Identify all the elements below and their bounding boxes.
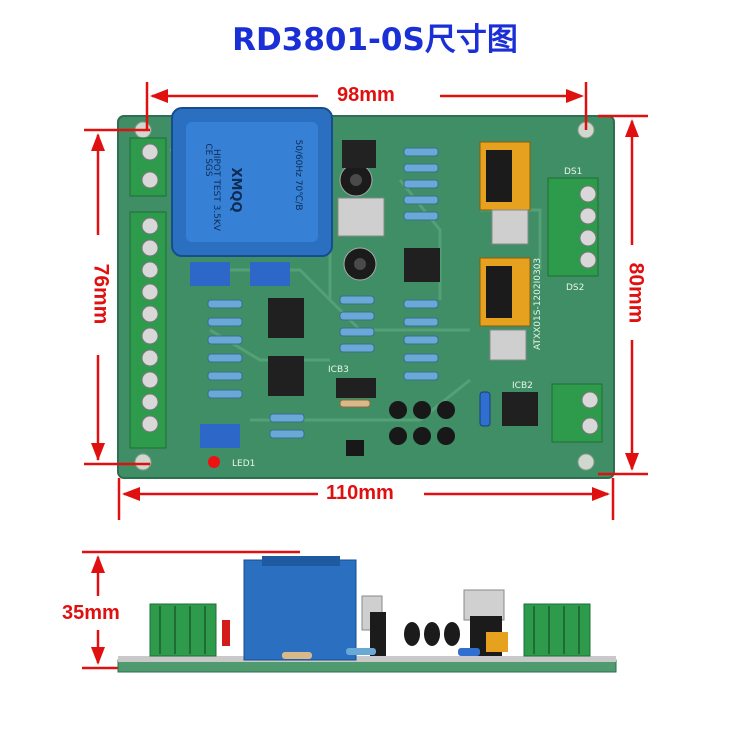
board-code-label: ATXX01S-1202I0303 [533, 258, 543, 350]
terminal-block-right-top [547, 177, 599, 277]
ic-label-ds2: DS2 [566, 283, 584, 293]
terminal-block-left-top [129, 137, 167, 197]
dim-side-height: 35mm [62, 602, 120, 624]
dim-bottom-width: 110mm [326, 482, 394, 504]
transformer-rating-label: 50/60Hz 70℃/B [293, 139, 303, 210]
ic-label-icb2: ICB2 [512, 381, 533, 391]
transformer-cert-label: CE SGS [203, 143, 213, 177]
led-label: LED1 [232, 459, 255, 469]
pulse-transformers [479, 141, 531, 361]
ic-label-ds1: DS1 [564, 167, 582, 177]
ic-label-icb3: ICB3 [328, 365, 349, 375]
transformer [171, 107, 333, 257]
transformer-test-label: HIPOT TEST 3.5KV [211, 149, 221, 232]
terminal-block-right-bottom [551, 383, 603, 443]
dim-top-width: 98mm [337, 84, 395, 106]
page-title: RD3801-0S尺寸图 [232, 22, 518, 58]
transformer-brand-label: XMQQ [228, 167, 243, 212]
terminal-block-left-main [129, 211, 167, 449]
